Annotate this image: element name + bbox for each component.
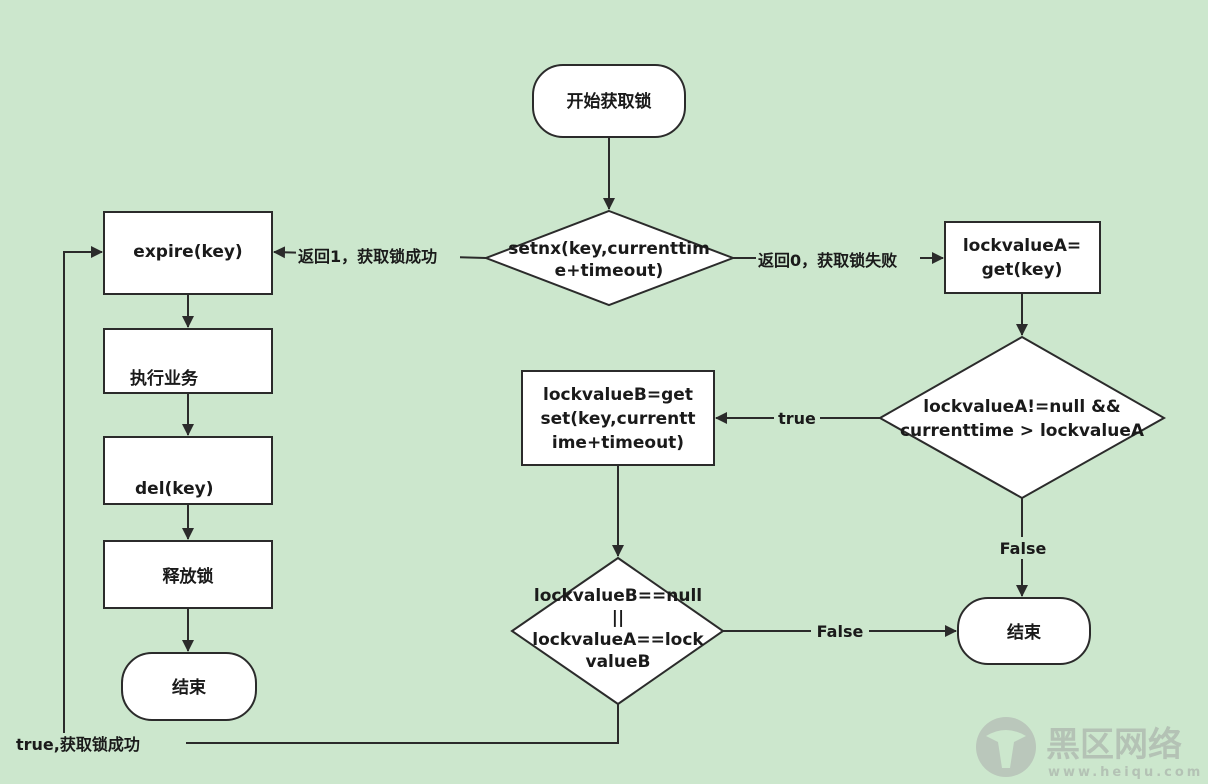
lockA-box — [944, 221, 1101, 294]
setnx-label-line1: setnx(key,currenttim — [508, 239, 710, 259]
edge-label-mask — [774, 407, 820, 429]
edge-label-cond2-true: true,获取锁成功 — [16, 735, 140, 754]
edge-label-fail: 返回0，获取锁失败 — [758, 251, 897, 270]
edge-label-cond1-true: true — [778, 409, 816, 428]
edge-label-cond1-false: False — [1000, 539, 1047, 558]
cond1-decision — [877, 335, 1167, 500]
lockB-label-line2: set(key,currentt — [541, 409, 696, 429]
edge-label-mask — [811, 620, 869, 642]
end-left-node — [121, 652, 257, 721]
release-box — [103, 540, 273, 609]
watermark-url: www.heiqu.com — [1048, 765, 1203, 780]
start-node — [532, 64, 686, 138]
start-label: 开始获取锁 — [567, 91, 652, 112]
watermark-brand: 黑区网络 — [1046, 725, 1182, 765]
cond2-label-line3: lockvalueA==lock — [532, 630, 704, 650]
end-right-node — [957, 597, 1091, 665]
expire-box — [103, 211, 273, 295]
lockA-label-line2: get(key) — [982, 260, 1063, 280]
edge-label-mask — [14, 733, 186, 755]
lockB-label-line3: ime+timeout) — [552, 433, 684, 453]
cond1-label-line2: currenttime > lockvalueA — [900, 421, 1145, 441]
expire-label: expire(key) — [133, 242, 242, 262]
exec-label: 执行业务 — [130, 368, 199, 389]
lockA-label-line1: lockvalueA= — [963, 236, 1081, 256]
lockB-label-line1: lockvalueB=get — [543, 385, 693, 405]
watermark-logo-mark — [986, 730, 1026, 768]
nodes — [103, 64, 1167, 721]
edge-label-mask — [296, 245, 460, 267]
cond1-label-line1: lockvalueA!=null && — [923, 397, 1121, 417]
end-right-label: 结束 — [1007, 622, 1041, 643]
cond2-label-line4: valueB — [586, 652, 651, 672]
cond2-label-line2: || — [612, 608, 624, 628]
edge-label-cond2-false: False — [817, 622, 864, 641]
cond2-decision — [510, 556, 725, 706]
lockB-box — [521, 370, 715, 466]
edge-labels: 返回1，获取锁成功 返回0，获取锁失败 true False False tru… — [14, 245, 1050, 755]
del-box — [103, 436, 273, 505]
setnx-decision — [483, 209, 736, 307]
edge-label-mask — [756, 249, 920, 271]
node-labels: 开始获取锁 setnx(key,currenttim e+timeout) ex… — [130, 91, 1145, 698]
edge-label-mask — [996, 537, 1050, 559]
setnx-label-line2: e+timeout) — [555, 261, 664, 281]
del-label: del(key) — [135, 479, 214, 499]
exec-box — [103, 328, 273, 394]
end-left-label: 结束 — [172, 677, 206, 698]
cond2-label-line1: lockvalueB==null — [534, 586, 702, 606]
watermark: 黑区网络 www.heiqu.com — [976, 717, 1203, 780]
edge-label-success: 返回1，获取锁成功 — [298, 247, 437, 266]
release-label: 释放锁 — [163, 566, 214, 587]
